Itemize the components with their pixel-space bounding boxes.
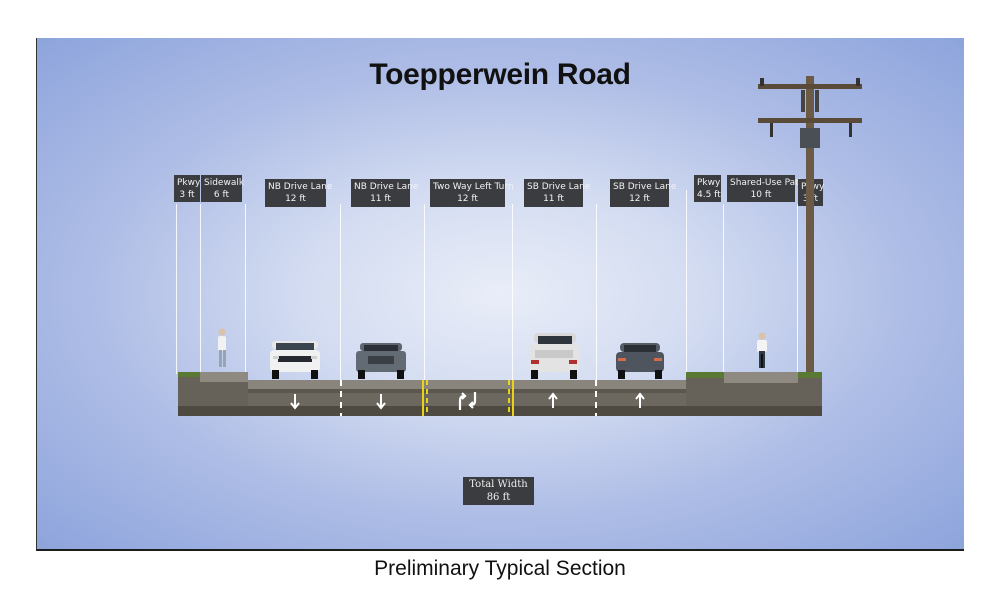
segment-name: Sidewalk — [204, 178, 245, 188]
segment-width: 4.5 ft — [697, 190, 721, 200]
segment-width: 11 ft — [370, 194, 391, 204]
segment-name: Pkwy — [697, 178, 721, 188]
divider-line — [340, 204, 341, 382]
arrow-down-icon — [290, 394, 300, 410]
divider-line — [723, 204, 724, 374]
segment-name: Shared-Use Path — [730, 178, 805, 188]
divider-line — [512, 204, 513, 382]
utility-pole-icon — [758, 76, 862, 376]
divider-line — [596, 204, 597, 382]
segment-width: 12 ft — [629, 194, 650, 204]
suv-white-icon — [270, 341, 320, 379]
divider-line — [686, 190, 687, 374]
arrow-up-icon — [548, 392, 558, 408]
total-width-badge: Total Width 86 ft — [463, 477, 534, 505]
segment-width: 12 ft — [285, 194, 306, 204]
segment-name: NB Drive Lane — [354, 182, 419, 192]
label-sidewalk: Sidewalk 6 ft — [201, 175, 245, 202]
total-width-value: 86 ft — [486, 492, 511, 503]
divider-line — [176, 204, 177, 374]
label-sb-lane-1: SB Drive Lane 11 ft — [524, 179, 591, 207]
pavement-section — [178, 372, 822, 416]
divider-line — [424, 204, 425, 382]
segment-width: 10 ft — [750, 190, 772, 200]
segment-name: Two Way Left Turn — [433, 182, 514, 192]
arrow-down-icon — [376, 394, 386, 410]
divider-line — [200, 204, 201, 374]
pedestrian-icon — [218, 328, 226, 367]
label-twltl: Two Way Left Turn 12 ft — [430, 179, 514, 207]
car-dark-icon — [616, 343, 664, 379]
two-way-turn-arrows-icon — [458, 392, 477, 410]
segment-width: 12 ft — [457, 194, 478, 204]
segment-width: 11 ft — [543, 194, 564, 204]
label-nb-lane-2: NB Drive Lane 11 ft — [351, 179, 419, 207]
label-pkwy-left: Pkwy 3 ft — [174, 175, 200, 202]
divider-line — [797, 204, 798, 374]
truck-gray-icon — [356, 343, 406, 379]
segment-name: NB Drive Lane — [268, 182, 333, 192]
segment-width: 3 ft — [179, 190, 195, 200]
label-sb-lane-2: SB Drive Lane 12 ft — [610, 179, 677, 207]
caption: Preliminary Typical Section — [374, 557, 626, 580]
label-pkwy-mid: Pkwy 4.5 ft — [694, 175, 721, 202]
divider-line — [245, 204, 246, 374]
segment-name: SB Drive Lane — [527, 182, 591, 192]
segment-width: 6 ft — [213, 190, 230, 200]
segment-name: Pkwy — [177, 178, 201, 188]
minivan-silver-icon — [529, 333, 579, 379]
segment-name: SB Drive Lane — [613, 182, 677, 192]
label-nb-lane-1: NB Drive Lane 12 ft — [265, 179, 333, 207]
diagram-title: Toepperwein Road — [369, 58, 631, 91]
total-width-label: Total Width — [469, 479, 528, 490]
arrow-up-icon — [635, 392, 645, 408]
cyclist-icon — [757, 332, 767, 368]
label-shared-use-path: Shared-Use Path 10 ft — [727, 175, 805, 202]
